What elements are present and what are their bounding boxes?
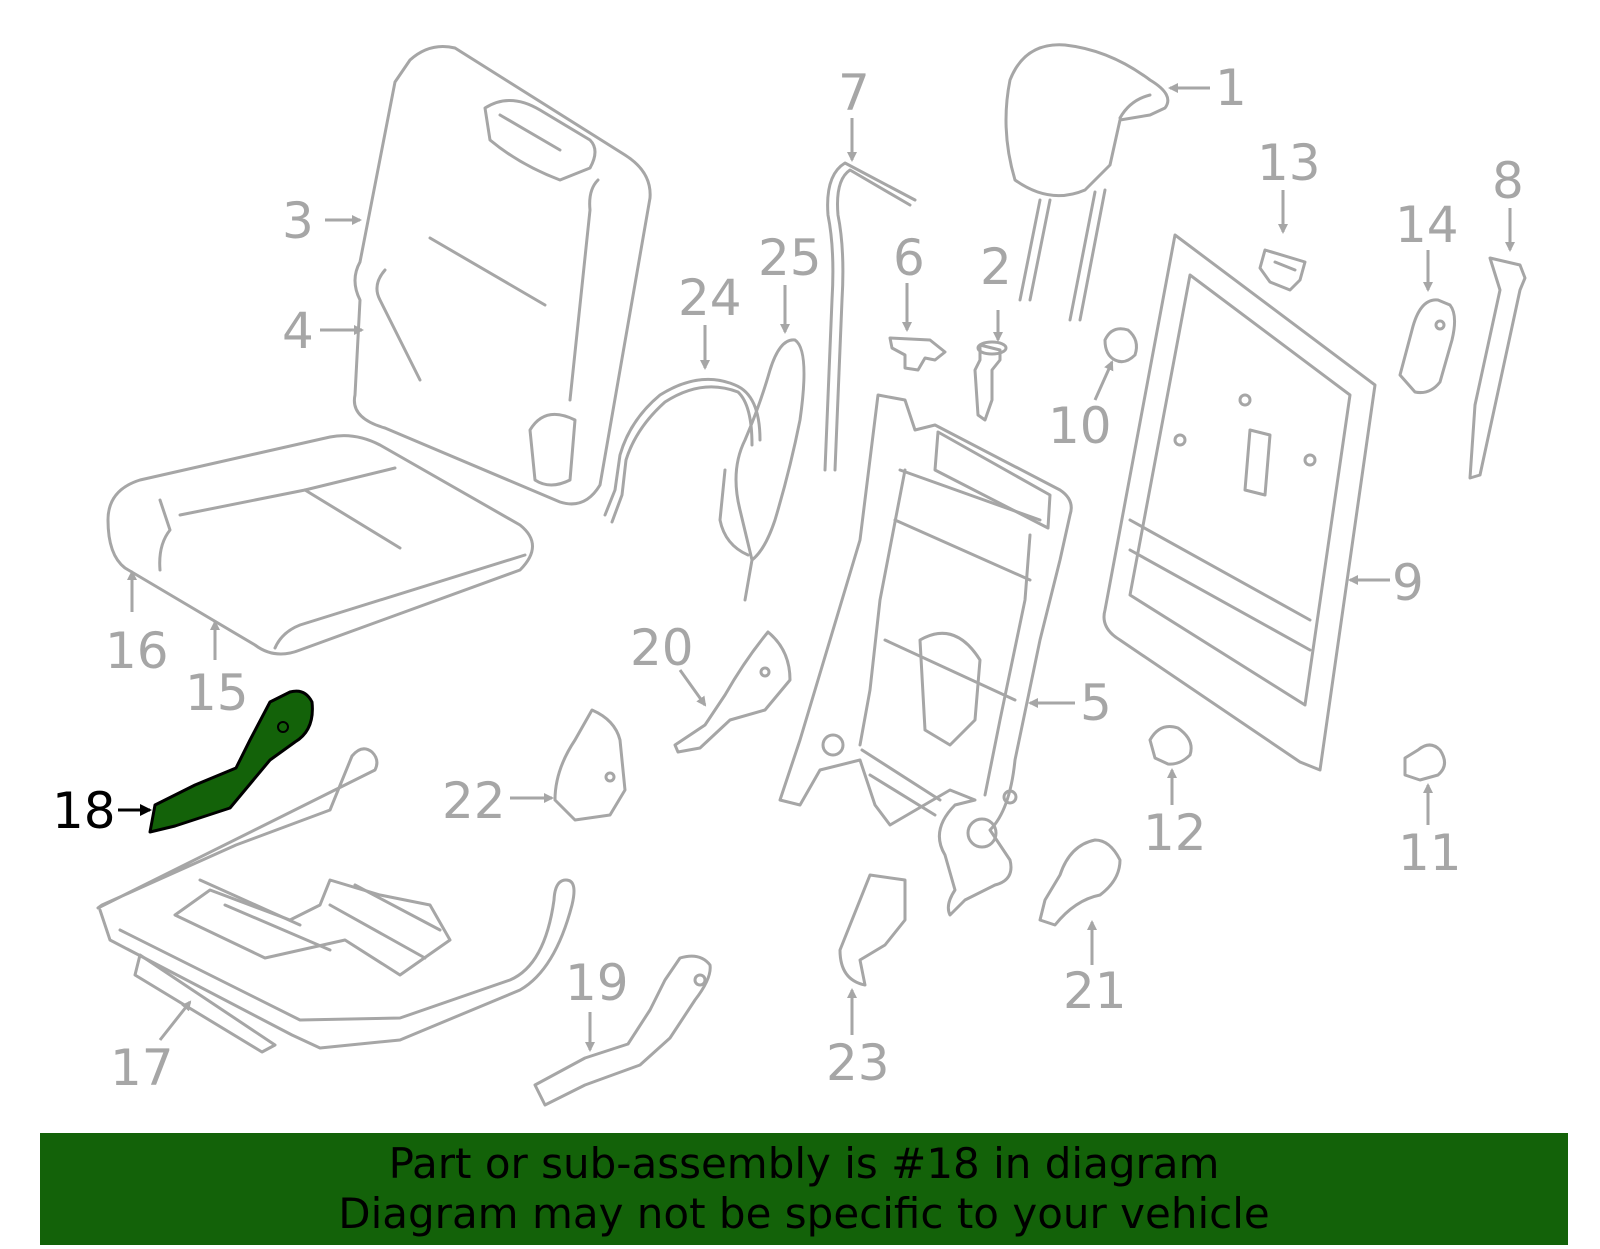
- callout-13[interactable]: 13: [1257, 134, 1321, 192]
- part-10-clip: [1103, 327, 1138, 364]
- callout-23[interactable]: 23: [826, 1034, 890, 1092]
- callout-24[interactable]: 24: [678, 269, 742, 327]
- callout-9[interactable]: 9: [1392, 554, 1424, 612]
- banner-part-notice: Part or sub-assembly is #18 in diagram: [388, 1139, 1220, 1188]
- part-23-cover: [838, 873, 907, 987]
- callout-4[interactable]: 4: [282, 302, 314, 360]
- part-21-cover: [1038, 838, 1122, 927]
- part-20-cover: [673, 630, 792, 754]
- callout-1[interactable]: 1: [1215, 59, 1247, 117]
- banner-disclaimer: Diagram may not be specific to your vehi…: [338, 1189, 1270, 1238]
- callout-15[interactable]: 15: [185, 664, 249, 722]
- callout-20[interactable]: 20: [630, 619, 694, 677]
- callout-11[interactable]: 11: [1398, 824, 1462, 882]
- callout-21[interactable]: 21: [1063, 962, 1127, 1020]
- part-seat-cushion-frame: [96, 747, 576, 1054]
- callout-18[interactable]: 18: [52, 782, 116, 840]
- part-1-headrest: [1004, 43, 1170, 322]
- part-seat-cushion: [106, 434, 534, 656]
- callout-6[interactable]: 6: [893, 229, 925, 287]
- part-7-rod: [823, 161, 917, 472]
- part-8-rod: [1468, 256, 1527, 480]
- callout-25[interactable]: 25: [758, 229, 822, 287]
- part-12-clip: [1148, 725, 1193, 766]
- part-9-seat-back-board: [1102, 233, 1377, 772]
- part-22-cover: [553, 708, 627, 822]
- part-6-headrest-guide: [888, 336, 947, 372]
- part-11-clip: [1403, 743, 1446, 782]
- part-13-clip: [1258, 248, 1307, 292]
- notice-banner: Part or sub-assembly is #18 in diagram D…: [40, 1133, 1568, 1245]
- callout-17[interactable]: 17: [110, 1039, 174, 1097]
- callout-12[interactable]: 12: [1143, 804, 1207, 862]
- part-2-headrest-guide: [973, 340, 1008, 422]
- callout-5[interactable]: 5: [1080, 674, 1112, 732]
- callout-7[interactable]: 7: [838, 64, 870, 122]
- callout-labels: 1 2 3 4 5 6 7 8 9 10 11 12 13 14 15 16 1…: [52, 59, 1524, 1097]
- callout-14[interactable]: 14: [1395, 196, 1459, 254]
- part-19-cover: [533, 954, 712, 1107]
- callout-22[interactable]: 22: [442, 772, 506, 830]
- callout-16[interactable]: 16: [105, 622, 169, 680]
- part-seat-back-cover: [352, 45, 652, 506]
- callout-2[interactable]: 2: [980, 238, 1012, 296]
- part-25-cable: [718, 338, 806, 602]
- callout-19[interactable]: 19: [565, 954, 629, 1012]
- part-14-bracket: [1398, 298, 1457, 394]
- callout-10[interactable]: 10: [1048, 397, 1112, 455]
- part-18-seat-side-cover: [148, 689, 314, 834]
- part-seat-back-frame: [778, 393, 1073, 917]
- part-24-cable: [603, 377, 762, 524]
- callout-3[interactable]: 3: [282, 192, 314, 250]
- callout-8[interactable]: 8: [1492, 152, 1524, 210]
- callout-leaders: [118, 83, 1515, 1052]
